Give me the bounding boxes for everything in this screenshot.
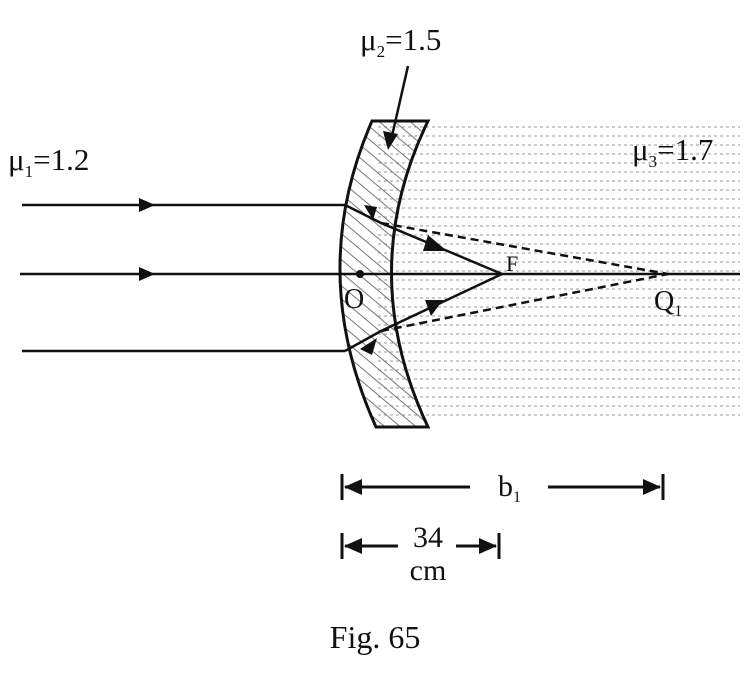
dim-34-unit: cm xyxy=(410,554,447,587)
mu3-label: μ3=1.7 xyxy=(632,132,713,171)
figure-caption: Fig. 65 xyxy=(330,619,421,655)
point-o-dot xyxy=(356,270,364,278)
point-o-label: O xyxy=(344,284,364,315)
dim-b-arrow-left xyxy=(344,479,362,495)
arrow-incident-top xyxy=(139,198,155,212)
point-f-label: F xyxy=(506,251,518,276)
arrow-refracted-top xyxy=(423,235,447,251)
dim-b-label: b1 xyxy=(498,470,521,506)
mu2-label: μ2=1.5 xyxy=(360,22,441,61)
dashed-ray-top xyxy=(380,221,669,276)
lens-ray-bottom xyxy=(344,329,382,353)
lens-ray-top xyxy=(344,203,382,225)
pointer-mu2-head xyxy=(383,131,398,150)
refracted-ray-bottom xyxy=(380,272,503,333)
dashed-ray-bottom xyxy=(380,272,669,333)
arrow-incident-axis xyxy=(139,267,155,281)
dim-34-arrow-right xyxy=(479,538,497,554)
medium-3-region xyxy=(378,122,740,422)
dim-34-arrow-left xyxy=(344,538,362,554)
point-q-label: Q1 xyxy=(654,286,682,320)
dim-b-arrow-right xyxy=(643,479,661,495)
pointer-mu2 xyxy=(390,65,410,137)
arrow-refracted-bottom xyxy=(425,300,443,316)
arrow-lens-bottom xyxy=(360,338,377,355)
dim-34-number: 34 xyxy=(413,521,443,554)
mu1-label: μ1=1.2 xyxy=(8,142,89,181)
arrow-lens-top xyxy=(364,205,377,220)
